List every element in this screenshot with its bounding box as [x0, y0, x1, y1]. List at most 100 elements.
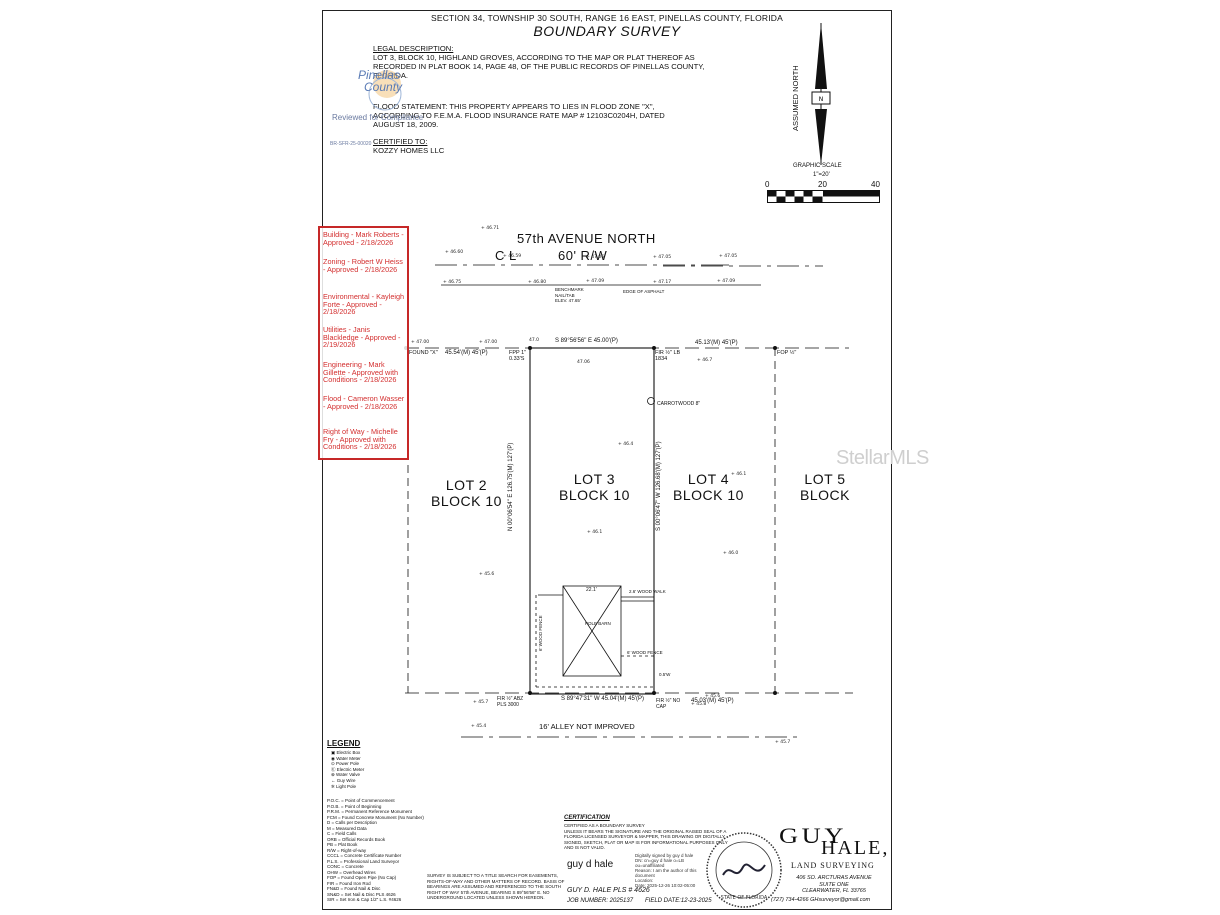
lot-3-label: LOT 3 BLOCK 10 [559, 471, 630, 503]
street-name: 57th AVENUE NORTH [517, 231, 656, 246]
digital-line: DN: cn=guy d hale o=LB [635, 858, 685, 863]
legal-line: LOT 3, BLOCK 10, HIGHLAND GROVES, ACCORD… [373, 53, 695, 62]
abbrev: P.O.B. = Point of Beginning [327, 803, 382, 809]
digital-line: Date: 2025-12-26 10:02-05:00 [635, 883, 696, 888]
cert-line: CERTIFIED AS A BOUNDARY SURVEY [564, 823, 645, 828]
carrotwood-label: CARROTWOOD 8" [657, 401, 701, 407]
svg-text:+ 47.00: + 47.00 [479, 339, 497, 345]
scale-tick-20: 20 [818, 180, 827, 189]
surveyor-seal-icon: STATE OF FLORIDA [706, 832, 782, 908]
company-contact: (727) 734-4266 GHsurveyor@gmail.com [771, 897, 871, 903]
approvals-stamp: Building - Mark Roberts - Approved - 2/1… [318, 226, 409, 460]
company-name-top: GUY [779, 823, 848, 848]
note-line: SURVEY IS SUBJECT TO A TITLE SEARCH FOR … [427, 873, 559, 878]
approval-right-of-way: Right of Way - Michelle Fry - Approved w… [323, 427, 398, 451]
company-sub: LAND SURVEYING [791, 861, 875, 870]
fir-nocap-label: FIR ½" NO CAP [656, 698, 681, 710]
lot-2-label: LOT 2 BLOCK 10 [431, 477, 502, 509]
svg-text:+ 45.6: + 45.6 [705, 693, 720, 699]
svg-text:+ 46.1: + 46.1 [587, 529, 602, 535]
pls-number: GUY D. HALE PLS # 4626 [567, 887, 650, 894]
flood-line: AUGUST 18, 2009. [373, 120, 439, 129]
svg-text:+ 47.05: + 47.05 [719, 253, 737, 259]
abbrev: CONC = Concrete [327, 864, 364, 869]
scale-bar [767, 190, 880, 203]
pole-barn-dim: 22.1' [586, 587, 597, 593]
digital-line: document [635, 873, 655, 878]
abbrev: OHW = Overhead Wires [327, 869, 376, 875]
approval-flood: Flood - Cameron Wasser - Approved - 2/18… [323, 394, 405, 411]
legend-item: ✲ Light Pole [331, 783, 357, 789]
svg-text:+ 46.59: + 46.59 [503, 253, 521, 259]
centerline-label: C L [495, 248, 517, 263]
address-line: SUITE ONE [819, 881, 849, 888]
north-arrow-icon: N [811, 23, 831, 165]
note-line: BEARINGS ARE ASSUMED AND REFERENCED TO T… [427, 884, 562, 890]
lot-5-label: LOT 5 BLOCK [800, 471, 850, 503]
edge-asphalt-label: EDGE OF ASPHALT [623, 289, 665, 294]
abbrev: P.O.C. = Point of Commencement [327, 798, 395, 803]
abbrev: P.L.S. = Professional Land Surveyor [327, 858, 400, 864]
flood-line: FLOOD STATEMENT: THIS PROPERTY APPEARS T… [373, 102, 655, 111]
found-x: FOUND "X" [409, 350, 438, 356]
lot-4-front: 45.13'(M) 45'(P) [695, 340, 738, 346]
signature-name: guy d hale [567, 859, 614, 870]
approval-engineering: Engineering - Mark Gillette - Approved w… [323, 360, 399, 384]
certified-to: CERTIFIED TO: KOZZY HOMES LLC [373, 137, 444, 155]
south-bearing: S 89°47'31" W 45.04'(M) 45'(P) [561, 696, 645, 702]
legend-abbreviations: P.O.C. = Point of Commencement P.O.B. = … [327, 798, 424, 903]
abbrev: PB = Plat Book [327, 842, 358, 847]
legend-item: ▣ Electric Box [331, 750, 361, 755]
fpp-label: FPP 1" 0.33'S [509, 350, 527, 362]
pole-barn-label: POLE BARN [585, 621, 611, 626]
legend-item: ⊗ Water Valve [331, 772, 361, 778]
lot-2-line2: BLOCK 10 [431, 493, 502, 509]
plat-drawing: + 46.60+ 46.71 + 46.59+ 47.06 + 47.05+ 4… [404, 225, 853, 745]
right-of-way-label: 60' R/W [558, 248, 608, 263]
flood-line: ACCORDING TO F.E.M.A. FLOOD INSURANCE RA… [373, 111, 665, 120]
svg-text:+ 45.6: + 45.6 [479, 571, 494, 577]
svg-text:47.0: 47.0 [529, 337, 539, 343]
wood-fence-h-label: 6' WOOD FENCE [627, 650, 663, 655]
approval-building: Building - Mark Roberts - Approved - 2/1… [323, 230, 404, 247]
survey-title: BOUNDARY SURVEY [533, 23, 681, 39]
certification-text: CERTIFIED AS A BOUNDARY SURVEY UNLESS IT… [564, 823, 728, 851]
abbrev: R/W = Right-of-way [327, 847, 367, 853]
abbrev: SN&D = Set Nail & Disc PLS 4626 [327, 891, 396, 897]
cert-line: UNLESS IT BEARS THE SIGNATURE AND THE OR… [564, 828, 727, 834]
lot-4-line2: BLOCK 10 [673, 487, 744, 503]
svg-text:+ 46.80: + 46.80 [528, 279, 546, 285]
abbrev: ORB = Official Records Book [327, 836, 386, 842]
svg-text:+ 45.7: + 45.7 [473, 699, 488, 705]
reviewed-stamp: Reviewed for Compliance [332, 113, 424, 122]
svg-text:+ 46.71: + 46.71 [481, 225, 499, 231]
legend-symbols: ▣ Electric Box ◉ Water Meter ⊙ Power Pol… [331, 750, 364, 789]
cert-line: FLORIDA LICENSED SURVEYOR & MAPPER, THIS… [564, 834, 726, 840]
digital-signature: Digitally signed by guy d hale DN: cn=gu… [635, 853, 697, 888]
svg-text:+ 45.8: + 45.8 [691, 701, 706, 707]
digital-line: Location: [635, 878, 654, 883]
legal-line: RECORDED IN PLAT BOOK 14, PAGE 48, OF TH… [373, 62, 705, 71]
svg-text:47.06: 47.06 [577, 359, 590, 365]
lot-5-line1: LOT 5 [804, 471, 846, 487]
field-date: FIELD DATE:12-23-2025 [645, 898, 712, 904]
company-address: 406 SO. ARCTURAS AVENUE SUITE ONE CLEARW… [789, 875, 879, 895]
legend-item: ⊙ Power Pole [331, 761, 360, 767]
abbrev: CCCL = Concrete Certificate Number [327, 853, 402, 858]
legal-heading: LEGAL DESCRIPTION: [373, 44, 454, 53]
certified-heading: CERTIFIED TO: [373, 137, 428, 146]
alley-label: 16' ALLEY NOT IMPROVED [539, 722, 635, 731]
digital-line: ou=unaffiliated [635, 863, 665, 868]
benchmark-label: BENCHMARK NAIL/TAB ELEV. 47.65' [555, 287, 584, 304]
digital-line: Digitally signed by guy d hale [635, 853, 694, 858]
abbrev: SIR = Set Iron & Cap 1/2" L.S. #4626 [327, 897, 402, 902]
svg-text:+ 47.09: + 47.09 [717, 278, 735, 284]
legend-item: ◉ Water Meter [331, 755, 361, 761]
fir-lb-label: FIR ½" LB 1834 [655, 350, 681, 362]
svg-text:+ 45.7: + 45.7 [775, 739, 790, 745]
stellarmls-watermark: StellarMLS [836, 447, 929, 469]
abbrev: FN&D = Found Nail & Disc [327, 886, 381, 891]
svg-text:STATE OF FLORIDA: STATE OF FLORIDA [721, 895, 768, 901]
scale-tick-0: 0 [765, 180, 770, 189]
scale-title: GRAPHIC SCALE [793, 163, 842, 169]
